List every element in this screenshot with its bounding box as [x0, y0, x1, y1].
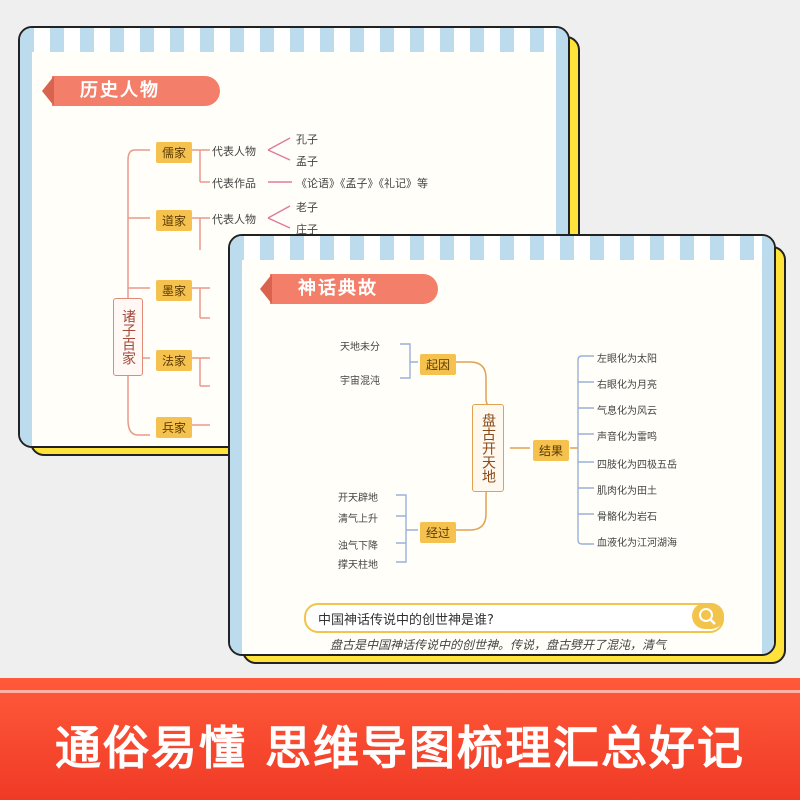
answer-paragraph: 盘古是中国神话传说中的创世神。传说，盘古劈开了混沌，清气	[330, 638, 667, 652]
leaf-text: 肌肉化为田土	[597, 486, 657, 497]
branch-label: 代表作品	[212, 177, 256, 190]
search-icon	[699, 608, 716, 625]
branch-label: 代表人物	[212, 213, 256, 226]
leaf-text: 血液化为江河湖海	[597, 538, 677, 549]
school-tag: 道家	[156, 210, 193, 231]
question-search-bar[interactable]: 中国神话传说中的创世神是谁?	[304, 603, 724, 633]
leaf-text: 浊气下降	[338, 541, 378, 552]
question-text: 中国神话传说中的创世神是谁?	[318, 613, 494, 628]
branch-tag: 结果	[533, 440, 570, 461]
school-tag: 墨家	[156, 280, 193, 301]
leaf-text: 孔子	[296, 133, 318, 146]
leaf-text: 左眼化为太阳	[597, 354, 657, 365]
stripe-border	[230, 236, 774, 260]
branch-label: 代表人物	[212, 145, 256, 158]
leaf-text: 骨骼化为岩石	[597, 512, 657, 523]
school-tag: 儒家	[156, 142, 193, 163]
divider	[0, 690, 800, 693]
central-topic-box: 盘古开天地	[472, 404, 504, 492]
slogan-bar	[0, 678, 800, 800]
branch-tag: 起因	[420, 354, 457, 375]
section-banner: 神话典故	[260, 274, 438, 304]
side-strip	[762, 236, 774, 654]
leaf-text: 气息化为风云	[597, 406, 657, 417]
section-banner: 历史人物	[42, 76, 220, 106]
leaf-text: 清气上升	[338, 514, 378, 525]
leaf-text: 老子	[296, 201, 318, 214]
school-tag: 兵家	[156, 417, 193, 438]
leaf-text: 天地未分	[340, 342, 380, 353]
leaf-text: 孟子	[296, 155, 318, 168]
leaf-text: 开天辟地	[338, 493, 378, 504]
leaf-text: 庄子	[296, 223, 318, 236]
leaf-text: 撑天柱地	[338, 560, 378, 571]
central-topic-box: 诸子百家	[113, 298, 143, 376]
side-strip	[20, 28, 32, 446]
leaf-text: 宇宙混沌	[340, 376, 380, 387]
leaf-text: 右眼化为月亮	[597, 380, 657, 391]
stripe-border	[20, 28, 568, 52]
branch-tag: 经过	[420, 522, 457, 543]
leaf-text: 《论语》《孟子》《礼记》等	[296, 177, 428, 190]
search-button[interactable]	[692, 603, 724, 629]
side-strip	[230, 236, 242, 654]
slogan-text: 通俗易懂 思维导图梳理汇总好记	[54, 721, 745, 775]
leaf-text: 声音化为雷鸣	[597, 432, 657, 443]
school-tag: 法家	[156, 350, 193, 371]
leaf-text: 四肢化为四极五岳	[597, 460, 677, 471]
